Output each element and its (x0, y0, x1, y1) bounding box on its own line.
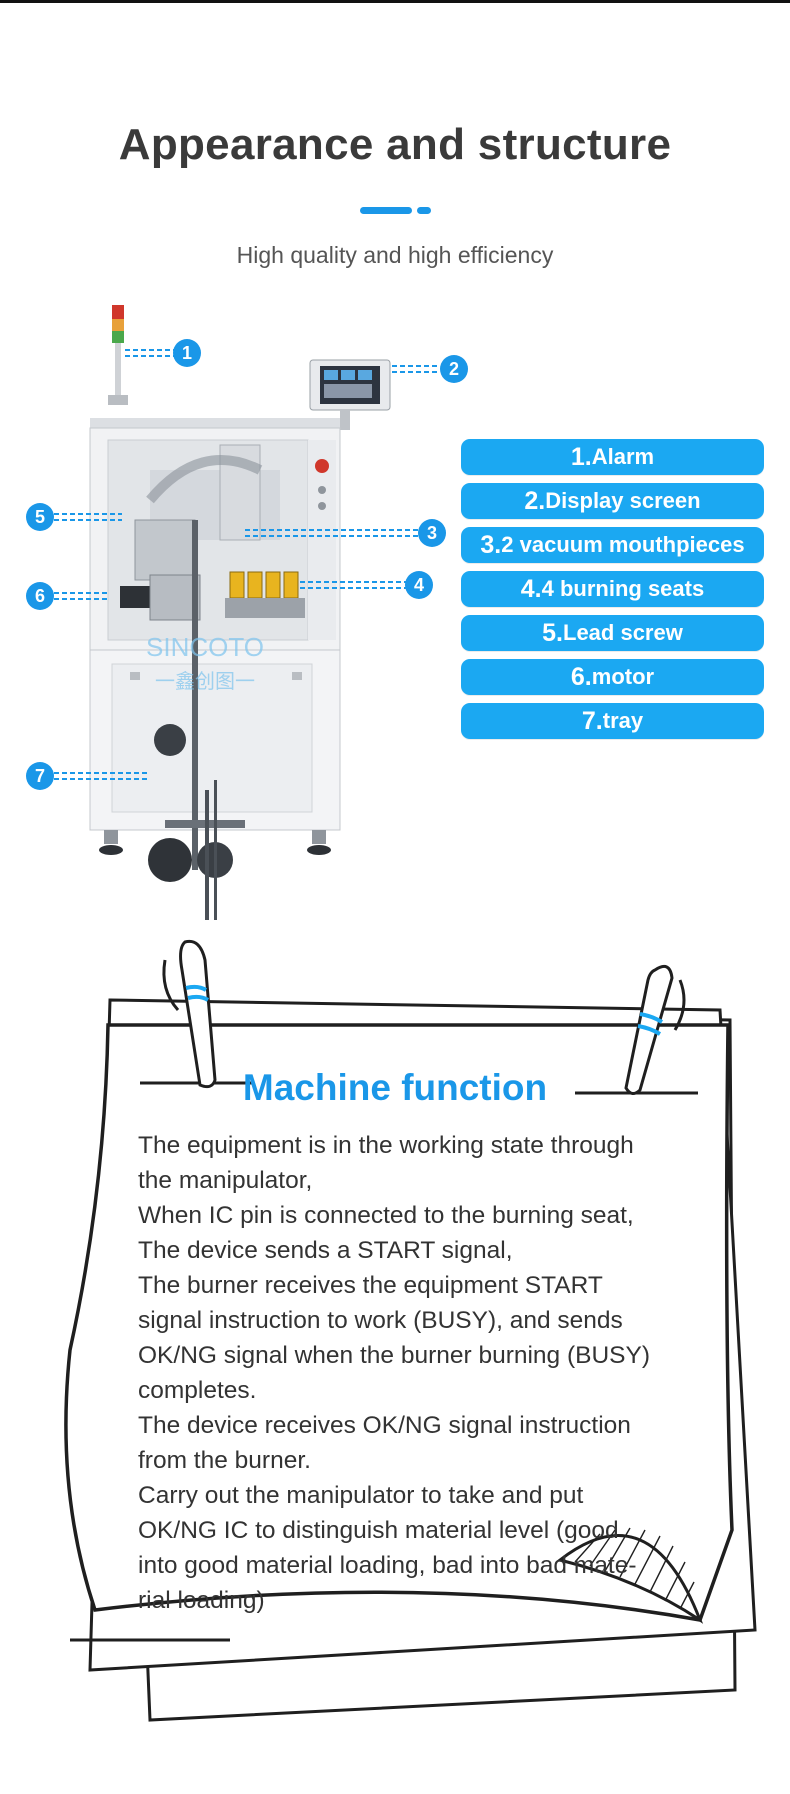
function-line: completes. (138, 1377, 257, 1404)
function-line: The device receives OK/NG signal instruc… (138, 1412, 631, 1439)
function-title: Machine function (242, 1067, 548, 1108)
function-body: The equipment is in the working state th… (138, 1128, 698, 1618)
legend-item-display-screen: 2.Display screen (461, 483, 764, 519)
title-accent-dot (417, 207, 431, 214)
legend-item-vacuum-mouthpieces: 3.2 vacuum mouthpieces (461, 527, 764, 563)
page-title: Appearance and structure (118, 120, 672, 169)
callout-1: 1 (173, 339, 201, 367)
title-accent-bar (360, 207, 412, 214)
legend-item-motor: 6.motor (461, 659, 764, 695)
legend-label: Alarm (591, 444, 655, 469)
function-line: The device sends a START signal, (138, 1237, 513, 1264)
callout-2: 2 (440, 355, 468, 383)
signal-tower-icon (108, 305, 128, 405)
right-clip-icon (624, 964, 686, 1095)
function-line: OK/NG signal when the burner burning (BU… (138, 1342, 651, 1369)
function-line: The burner receives the equipment START (138, 1272, 603, 1299)
left-clip-icon (162, 939, 217, 1089)
watermark-en: SINCOTO (146, 632, 264, 662)
legend-item-burning-seats: 4.4 burning seats (461, 571, 764, 607)
display-screen-icon (309, 359, 391, 430)
legend-label: tray (602, 708, 644, 733)
legend-label: 2 vacuum mouthpieces (501, 532, 745, 557)
legend-number: 7. (581, 706, 603, 735)
legend-item-alarm: 1.Alarm (461, 439, 764, 475)
callout-5: 5 (26, 503, 54, 531)
reel-icon (148, 520, 245, 920)
callout-4: 4 (405, 571, 433, 599)
legend-label: Display screen (545, 488, 701, 513)
top-rule (0, 0, 790, 3)
function-line: rial loading) (138, 1587, 265, 1614)
function-line: The equipment is in the working state th… (138, 1132, 634, 1159)
legend-number: 1. (570, 442, 592, 471)
legend-label: 4 burning seats (541, 576, 705, 601)
callout-3: 3 (418, 519, 446, 547)
legend-number: 5. (542, 618, 563, 647)
function-line: When IC pin is connected to the burning … (138, 1202, 634, 1229)
function-line: Carry out the manipulator to take and pu… (138, 1482, 584, 1509)
page-subtitle: High quality and high efficiency (236, 242, 554, 268)
legend-number: 3. (480, 530, 502, 559)
callout-leaders (54, 349, 440, 780)
function-line: the manipulator, (138, 1167, 313, 1194)
legend-label: motor (591, 664, 655, 689)
watermark-cn: 一鑫创图一 (155, 669, 255, 693)
legend-number: 4. (520, 574, 542, 603)
callout-6: 6 (26, 582, 54, 610)
paper-illustration (64, 939, 757, 1722)
legend-number: 6. (570, 662, 592, 691)
legend-label: Lead screw (563, 620, 683, 645)
function-line: into good material loading, bad into bad… (138, 1552, 637, 1579)
function-line: signal instruction to work (BUSY), and s… (138, 1307, 623, 1334)
legend-number: 2. (524, 486, 546, 515)
function-line: from the burner. (138, 1447, 311, 1474)
function-line: OK/NG IC to distinguish material level (… (138, 1517, 619, 1544)
machine-illustration: SINCOTO 一鑫创图一 (54, 305, 440, 920)
callout-7: 7 (26, 762, 54, 790)
legend-item-lead-screw: 5.Lead screw (461, 615, 764, 651)
legend-item-tray: 7.tray (461, 703, 764, 739)
